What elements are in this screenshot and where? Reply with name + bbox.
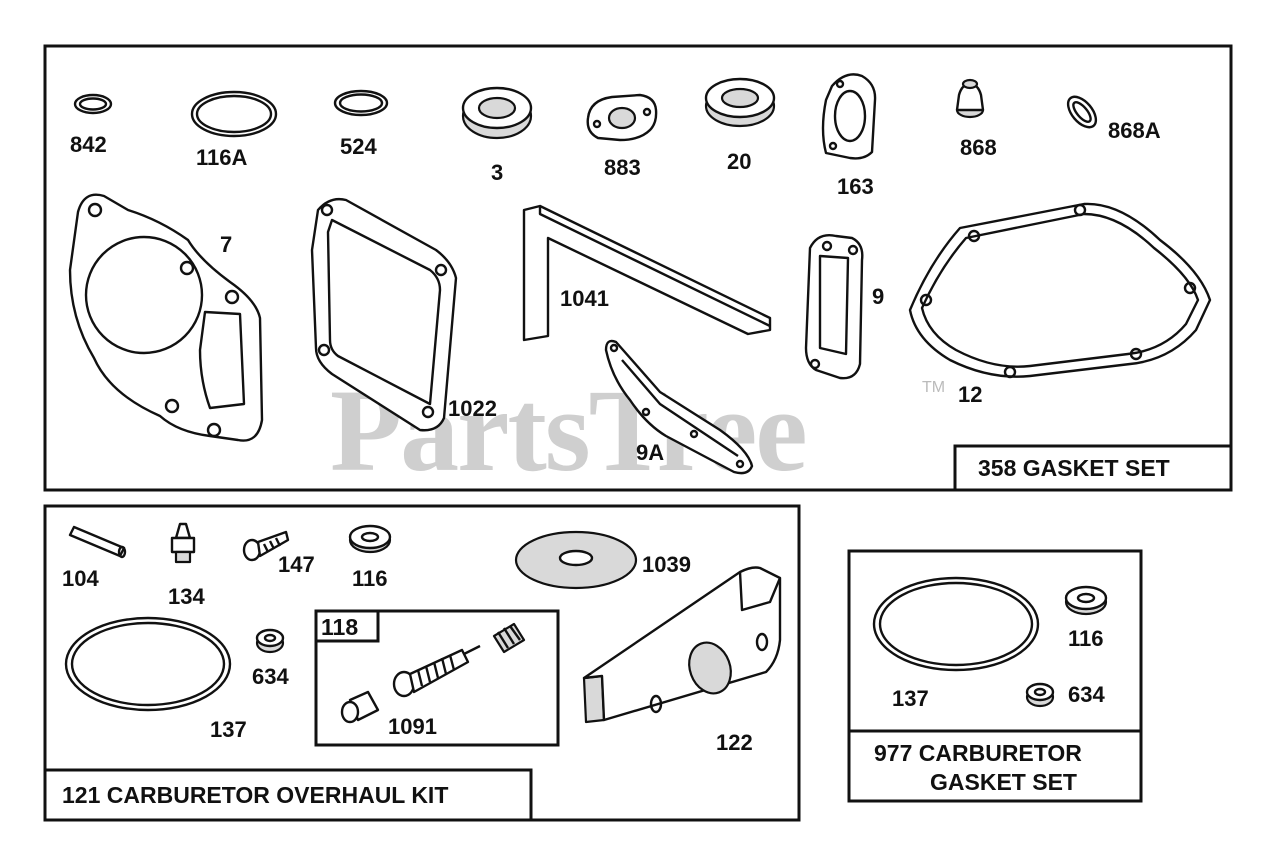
label-122: 122 — [716, 730, 753, 755]
part-116A[interactable]: 116A — [190, 90, 278, 170]
label-883: 883 — [604, 155, 641, 180]
part-977-634-spacer[interactable]: 634 — [1025, 682, 1105, 708]
part-883[interactable]: 883 — [586, 93, 658, 180]
gasket-set-panel: 358 GASKET SET 842 116A 524 3 — [43, 44, 1233, 492]
label-868A: 868A — [1108, 118, 1161, 143]
part-20-seal[interactable]: 20 — [704, 77, 776, 174]
part-977-137-oring[interactable]: 137 — [872, 576, 1040, 711]
label-524: 524 — [340, 134, 377, 159]
carb-gasket-set-frame — [847, 549, 1143, 803]
label-9: 9 — [872, 284, 884, 309]
label-977-634: 634 — [1068, 682, 1105, 707]
overhaul-kit-title-box — [43, 768, 533, 822]
label-977-137: 137 — [892, 686, 929, 711]
label-1091: 1091 — [388, 714, 437, 739]
part-868A[interactable]: 868A — [1063, 92, 1161, 143]
overhaul-kit-panel: 121 CARBURETOR OVERHAUL KIT 104 134 147 — [43, 504, 801, 822]
subkit-118-frame — [314, 609, 560, 747]
label-1041: 1041 — [560, 286, 609, 311]
part-137-oring[interactable]: 137 — [64, 616, 247, 742]
label-20: 20 — [727, 149, 751, 174]
subkit-118-title-box — [314, 609, 380, 643]
gasket-set-title-box — [953, 444, 1233, 492]
carb-gasket-set-title-2: GASKET SET — [930, 769, 1077, 795]
part-842[interactable]: 842 — [70, 93, 113, 157]
label-1022: 1022 — [448, 396, 497, 421]
label-868: 868 — [960, 135, 997, 160]
label-147: 147 — [278, 552, 315, 577]
carb-gasket-set-panel: 977 CARBURETOR GASKET SET 137 116 634 — [847, 549, 1143, 803]
part-spring[interactable] — [492, 622, 526, 654]
part-12-gasket[interactable]: 12 — [908, 202, 1212, 407]
label-12: 12 — [958, 382, 982, 407]
subkit-118-title: 118 — [321, 614, 358, 640]
part-122-plate[interactable]: 122 — [582, 566, 782, 756]
gasket-set-title: 358 GASKET SET — [978, 455, 1170, 481]
trademark: TM — [922, 379, 945, 396]
part-7-head-gasket[interactable]: 7 — [68, 193, 264, 442]
part-1022-gasket[interactable]: 1022 — [310, 197, 497, 432]
label-9A: 9A — [636, 440, 664, 465]
label-134: 134 — [168, 584, 205, 609]
part-163[interactable]: 163 — [821, 73, 877, 199]
part-fitting[interactable] — [340, 690, 380, 724]
subkit-118-panel: 118 1091 — [314, 609, 560, 747]
label-977-116: 116 — [1068, 626, 1104, 651]
part-524[interactable]: 524 — [333, 89, 389, 159]
label-104: 104 — [62, 566, 99, 591]
label-634: 634 — [252, 664, 289, 689]
label-116A: 116A — [196, 145, 247, 170]
label-163: 163 — [837, 174, 874, 199]
gasket-set-frame — [43, 44, 1233, 492]
part-1091-screw[interactable] — [392, 644, 481, 698]
part-1039-disc[interactable]: 1039 — [514, 530, 691, 590]
label-116: 116 — [352, 566, 388, 591]
part-104-pin[interactable]: 104 — [62, 525, 127, 591]
part-977-116-washer[interactable]: 116 — [1064, 585, 1108, 651]
part-9-gasket[interactable]: 9 — [804, 234, 884, 380]
part-9A-gasket[interactable]: 9A — [604, 339, 754, 475]
part-868[interactable]: 868 — [955, 78, 997, 160]
label-842: 842 — [70, 132, 107, 157]
part-634-spacer[interactable]: 634 — [252, 628, 289, 689]
part-147-screw[interactable]: 147 — [242, 530, 315, 577]
label-1039: 1039 — [642, 552, 691, 577]
part-1041-bar[interactable]: 1041 — [522, 204, 772, 342]
carb-gasket-set-title-1: 977 CARBURETOR — [874, 740, 1082, 766]
label-7: 7 — [220, 232, 232, 257]
part-116-washer[interactable]: 116 — [348, 524, 392, 591]
part-134-needle[interactable]: 134 — [168, 522, 205, 609]
label-137: 137 — [210, 717, 247, 742]
overhaul-kit-title: 121 CARBURETOR OVERHAUL KIT — [62, 782, 448, 808]
part-3-seal[interactable]: 3 — [461, 86, 533, 185]
label-3: 3 — [491, 160, 503, 185]
